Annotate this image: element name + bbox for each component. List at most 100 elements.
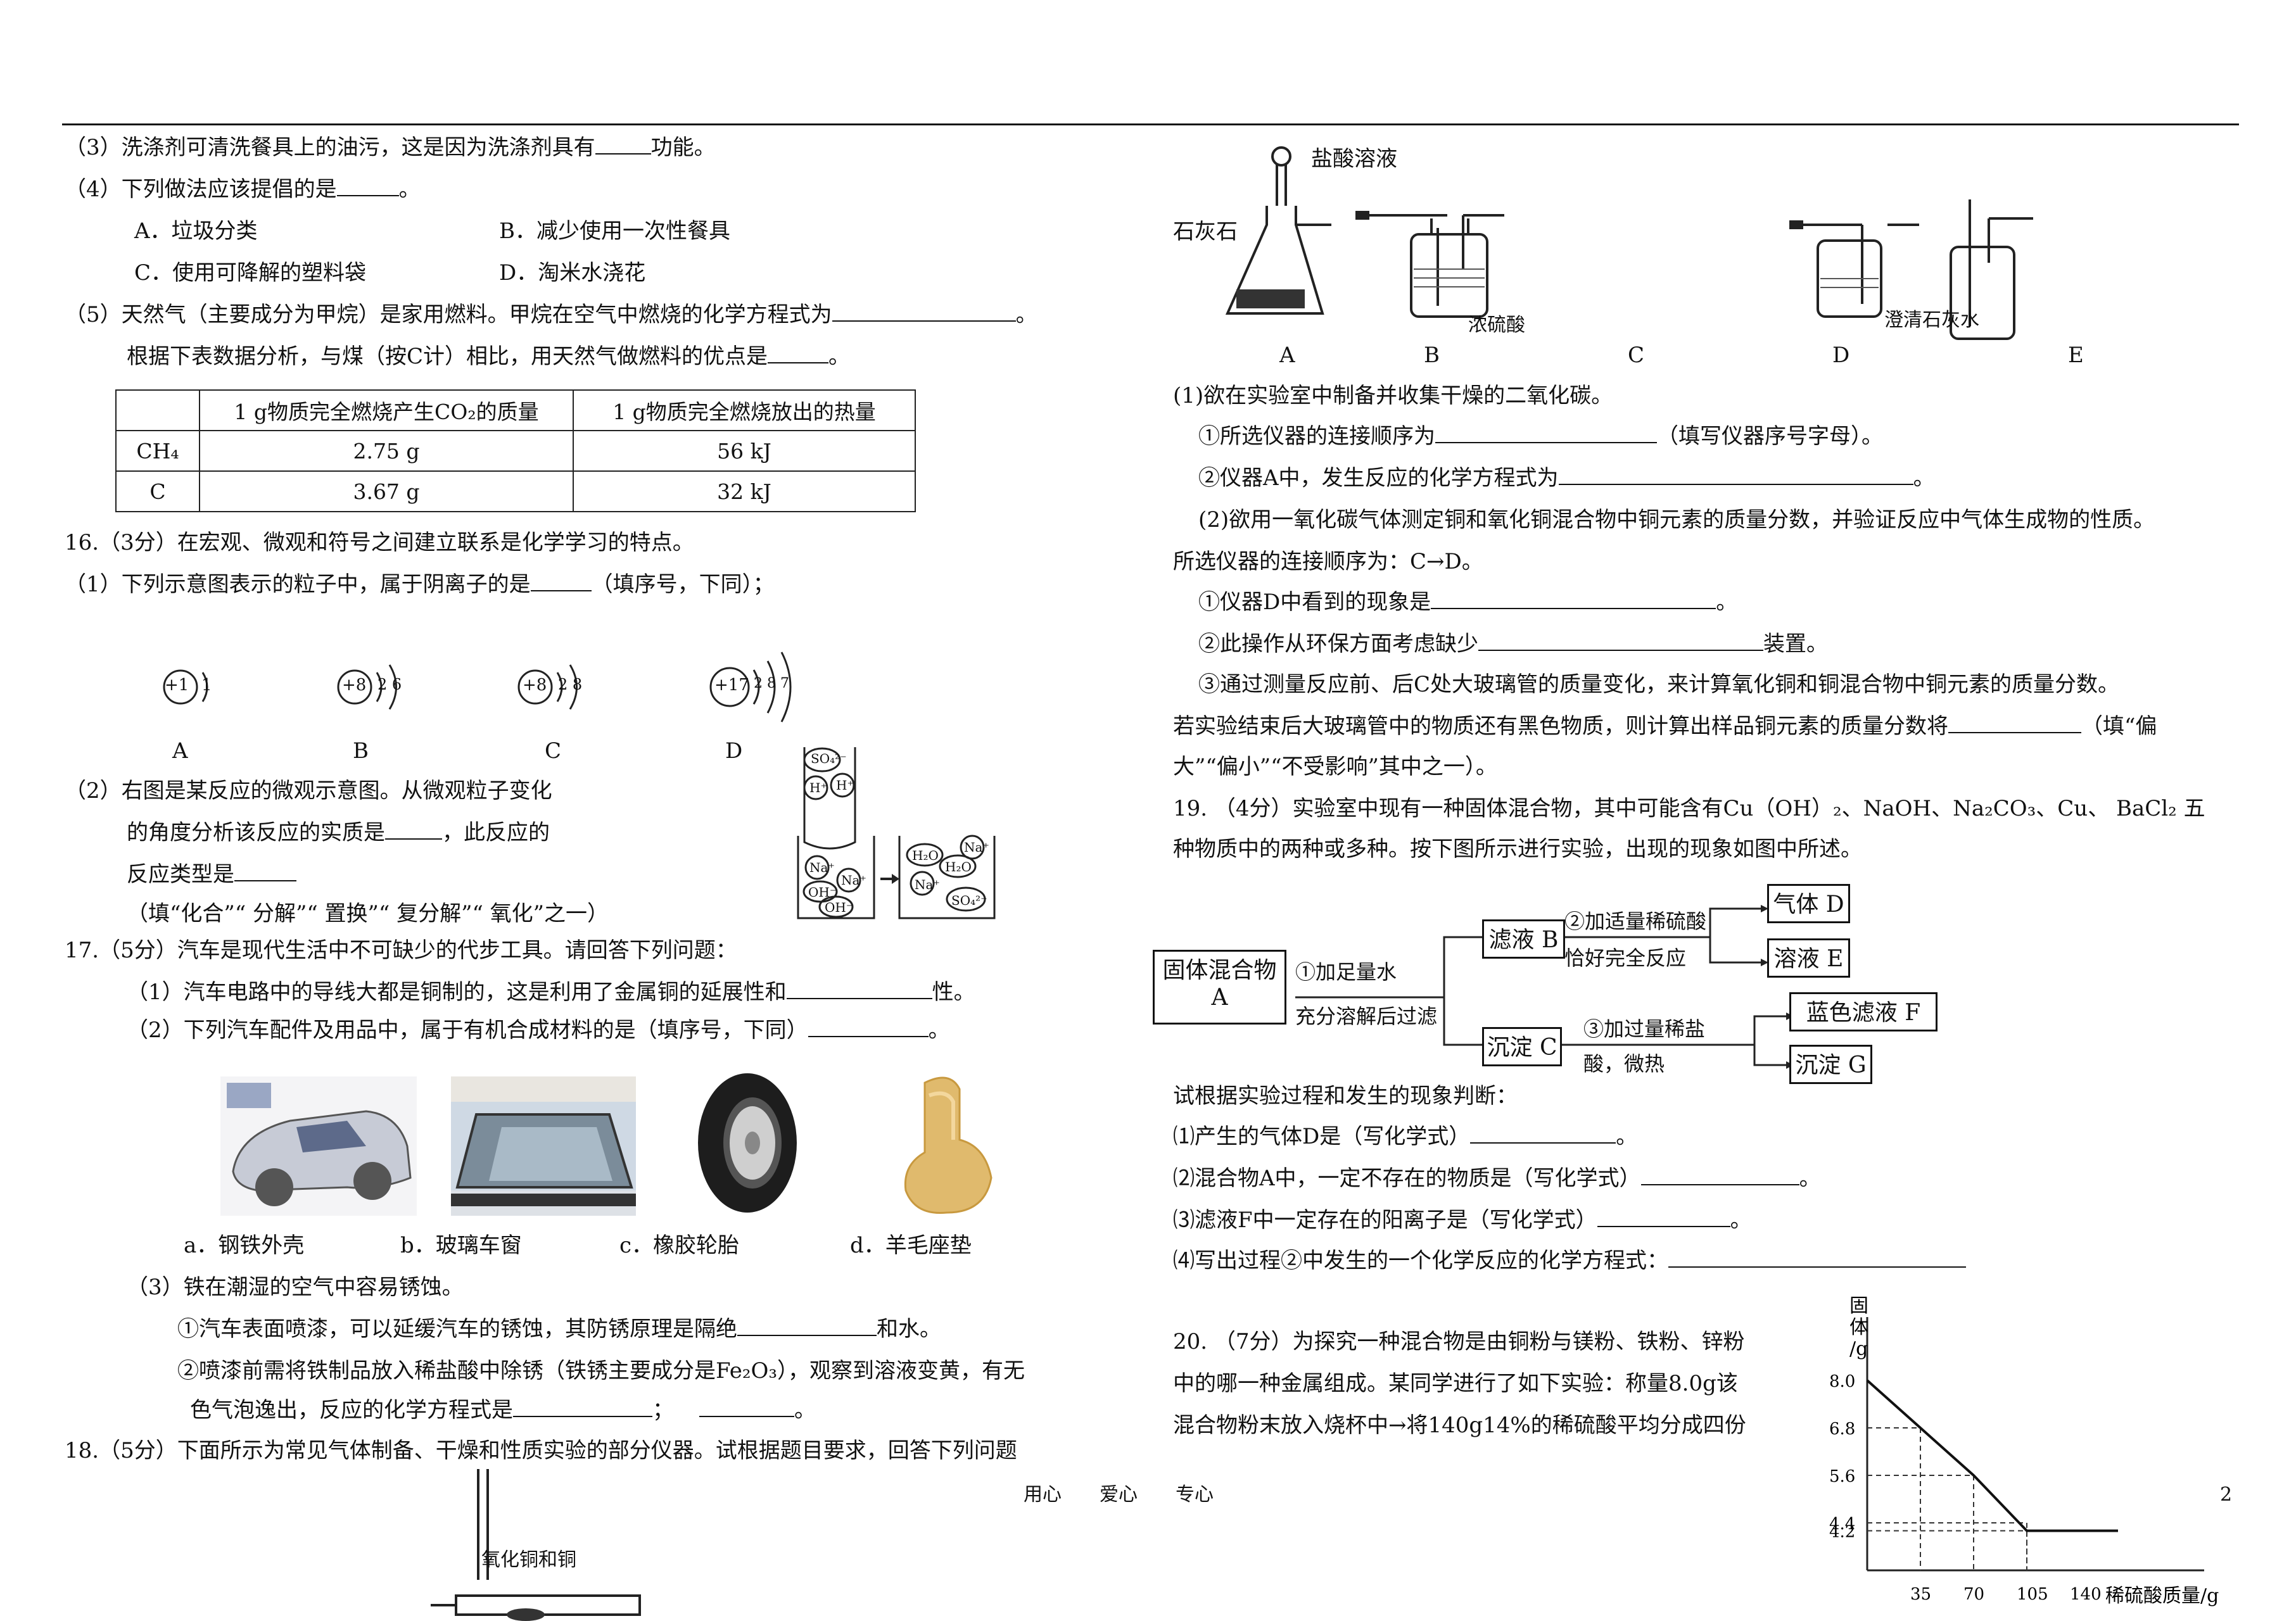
- flow-solid-letter: A: [1211, 985, 1228, 1011]
- q19-3: ⑶滤液F中一定存在的阳离子是（写化学式）。: [1173, 1208, 1752, 1233]
- y-axis-label: 固: [1849, 1295, 1868, 1317]
- x-tick-label: 105: [2017, 1585, 2048, 1604]
- q18-1a: ①所选仪器的连接顺序为（填写仪器序号字母）。: [1198, 424, 1883, 449]
- apparatus-letter: A: [1279, 343, 1295, 368]
- q18-2: (2)欲用一氧化碳气体测定铜和氧化铜混合物中铜元素的质量分数，并验证反应中气体生…: [1198, 507, 2155, 533]
- y-tick-label: 6.8: [1829, 1420, 1855, 1439]
- q16-2c: 反应类型是: [127, 861, 296, 888]
- x-tick-label: 140: [2070, 1585, 2102, 1604]
- atom-structure-diagrams: [163, 652, 792, 722]
- y-axis-label: 体: [1849, 1316, 1868, 1339]
- atom-d-nucleus: +17: [714, 676, 749, 695]
- sulfuric-acid-label: 浓硫酸: [1468, 314, 1525, 336]
- tube-apparatus-c: [431, 1469, 641, 1621]
- apparatus-letter: E: [2068, 343, 2084, 368]
- table-cell: 32 kJ: [573, 470, 916, 512]
- q18-2x: 所选仪器的连接顺序为：C→D。: [1173, 549, 1483, 574]
- glass-window-image: [451, 1076, 636, 1216]
- atom-a-letter: A: [172, 738, 188, 764]
- flow-step2b: 恰好完全反应: [1564, 946, 1687, 970]
- option-c: C．使用可降解的塑料袋: [134, 260, 367, 286]
- car-body-image: [220, 1076, 417, 1216]
- table-cell: 3.67 g: [199, 470, 574, 512]
- flow-step1b: 充分溶解后过滤: [1295, 1004, 1438, 1028]
- table-cell: CH₄: [115, 430, 200, 472]
- q18-2b: ②此操作从环保方面考虑缺少装置。: [1198, 631, 1828, 657]
- y-tick-label: 4.2: [1829, 1523, 1855, 1542]
- ion-hydroxide: OH⁻: [825, 900, 853, 915]
- ion-hydrogen: H⁺: [836, 778, 854, 793]
- flow-gas-d: 气体 D: [1767, 884, 1850, 923]
- q19-title-2: 种物质中的两种或多种。按下图所示进行实验，出现的现象如图中所述。: [1173, 836, 1862, 862]
- car-label-a: a．钢铁外壳: [184, 1233, 305, 1258]
- q16-2b: 的角度分析该反应的实质是，此反应的: [127, 820, 550, 845]
- q16-2a: （2）右图是某反应的微观示意图。从微观粒子变化: [65, 778, 552, 804]
- q19-title: 19. （4分）实验室中现有一种固体混合物，其中可能含有Cu（OH）₂、NaOH…: [1173, 796, 2205, 821]
- q18-1: (1)欲在实验室中制备并收集干燥的二氧化碳。: [1173, 383, 1613, 408]
- q15-5b: 根据下表数据分析，与煤（按C计）相比，用天然气做燃料的优点是。: [127, 344, 851, 369]
- table-header: 1 g物质完全燃烧放出的热量: [573, 389, 916, 431]
- flow-solution-e: 溶液 E: [1767, 938, 1850, 978]
- q18-2a: ①仪器D中看到的现象是。: [1198, 590, 1738, 615]
- ion-sodium: Na⁺: [964, 840, 989, 855]
- apparatus-letter: C: [1628, 343, 1645, 368]
- atom-b-letter: B: [353, 738, 369, 764]
- y-tick-label: 4.4: [1829, 1515, 1855, 1534]
- rubber-tire-image: [698, 1073, 797, 1213]
- y-tick-label: 5.6: [1829, 1467, 1855, 1486]
- ion-hydrogen: H⁺: [809, 780, 827, 795]
- q19-1: ⑴产生的气体D是（写化学式）。: [1173, 1124, 1638, 1149]
- q15-5: （5）天然气（主要成分为甲烷）是家用燃料。甲烷在空气中燃烧的化学方程式为。: [65, 302, 1037, 327]
- q16-title: 16.（3分）在宏观、微观和符号之间建立联系是化学学习的特点。: [65, 530, 694, 555]
- flow-solid-mixture-a: 固体混合物 A: [1153, 950, 1286, 1025]
- car-label-b: b．玻璃车窗: [400, 1233, 522, 1258]
- car-label-c: c．橡胶轮胎: [619, 1233, 740, 1258]
- q17-3: （3）铁在潮湿的空气中容易锈蚀。: [127, 1275, 464, 1300]
- atom-d-shells: 2 8 7: [754, 676, 789, 691]
- atom-c-shells: 2 8: [558, 676, 583, 693]
- x-axis-label: 稀硫酸质量/g: [2105, 1585, 2219, 1607]
- flow-step3a: ③加过量稀盐: [1583, 1017, 1706, 1041]
- atom-a-shells: 1: [201, 676, 212, 695]
- fuel-table: 1 g物质完全燃烧产生CO₂的质量 1 g物质完全燃烧放出的热量 CH₄ 2.7…: [115, 389, 916, 512]
- reaction-micro-diagram: [797, 747, 996, 919]
- option-a: A．垃圾分类: [134, 218, 258, 244]
- ion-sulfate: SO₄²⁻: [811, 751, 847, 766]
- q15-4: （4）下列做法应该提倡的是。: [65, 177, 421, 202]
- hcl-label: 盐酸溶液: [1311, 146, 1397, 172]
- cuo-cu-label: 氧化铜和铜: [481, 1549, 576, 1571]
- x-tick-label: 70: [1963, 1585, 1984, 1604]
- q18-2c: ③通过测量反应前、后C处大玻璃管的质量变化，来计算氧化铜和铜混合物中铜元素的质量…: [1198, 672, 2120, 697]
- apparatus-letter: D: [1832, 343, 1850, 368]
- y-axis-label: /g: [1849, 1338, 1868, 1360]
- water-molecule: H₂O: [945, 859, 972, 874]
- atom-b-shells: 2 6: [377, 676, 402, 693]
- flow-step1a: ①加足量水: [1295, 960, 1397, 984]
- q17-3c: 色气泡逸出，反应的化学方程式是；。: [190, 1397, 816, 1423]
- flow-solid-text: 固体混合物: [1162, 957, 1277, 983]
- x-tick-label: 35: [1910, 1585, 1931, 1604]
- ion-sulfate: SO₄²⁻: [951, 893, 987, 908]
- ion-hydroxide: OH⁻: [808, 885, 837, 900]
- table-cell: [115, 389, 200, 431]
- flow-precipitate-g: 沉淀 G: [1789, 1045, 1872, 1084]
- data-line: [1866, 1379, 2118, 1532]
- q17-title: 17.（5分）汽车是现代生活中不可缺少的代步工具。请回答下列问题：: [65, 938, 737, 963]
- option-b: B．减少使用一次性餐具: [499, 218, 730, 244]
- flow-precipitate-c: 沉淀 C: [1482, 1027, 1562, 1066]
- q20-line1: 20. （7分）为探究一种混合物是由铜粉与镁粉、铁粉、锌粉: [1173, 1329, 1745, 1354]
- q18-title: 18.（5分）下面所示为常见气体制备、干燥和性质实验的部分仪器。试根据题目要求，…: [65, 1438, 1017, 1463]
- ion-sodium: Na⁺: [809, 860, 835, 875]
- q17-3b: ②喷漆前需将铁制品放入稀盐酸中除锈（铁锈主要成分是Fe₂O₃），观察到溶液变黄，…: [177, 1358, 1025, 1384]
- ion-sodium: Na⁺: [915, 877, 940, 892]
- flow-filtrate-b: 滤液 B: [1482, 919, 1565, 959]
- q17-1: （1）汽车电路中的导线大都是铜制的，这是利用了金属铜的延展性和性。: [127, 980, 975, 1005]
- flow-step2a: ②加适量稀硫酸: [1564, 909, 1707, 933]
- q18-2e: 大”“偏小”“不受影响”其中之一）。: [1173, 754, 1497, 779]
- page-number: 2: [2220, 1484, 2233, 1506]
- q16-1: （1）下列示意图表示的粒子中，属于阴离子的是（填序号，下同）；: [65, 572, 775, 597]
- option-d: D．淘米水浇花: [499, 260, 646, 286]
- flow-step3b: 酸，微热: [1583, 1052, 1665, 1076]
- q18-2d: 若实验结束后大玻璃管中的物质还有黑色物质，则计算出样品铜元素的质量分数将（填“偏: [1173, 714, 2157, 739]
